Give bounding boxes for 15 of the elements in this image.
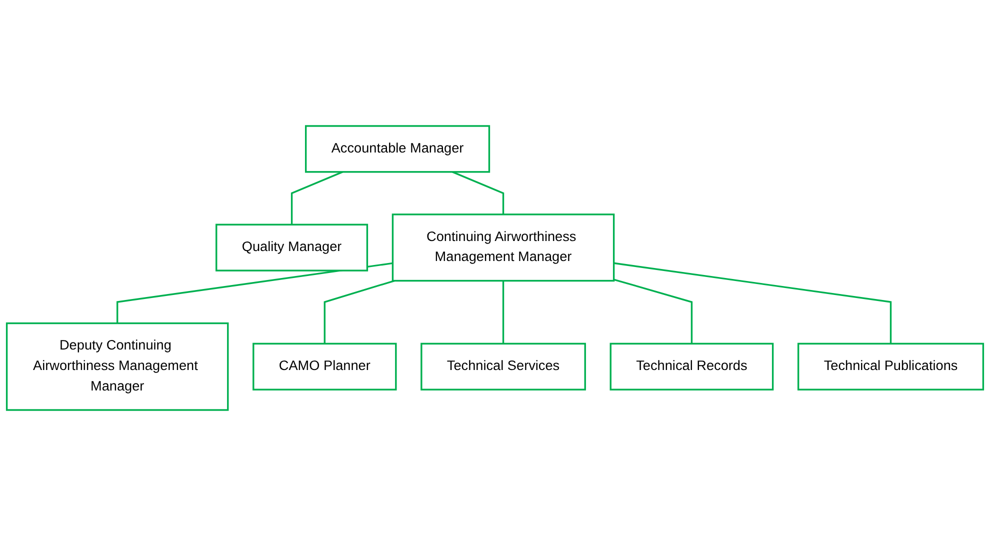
connector [452, 171, 504, 214]
connector [290, 171, 343, 225]
node-box: Continuing Airworthiness Management Manager [392, 214, 615, 282]
node-box: Technical Publications [797, 342, 984, 390]
node-box: Quality Manager [216, 224, 368, 272]
node-box: CAMO Planner [252, 342, 397, 390]
connector [324, 280, 395, 344]
connector [614, 278, 693, 344]
connector [614, 262, 892, 344]
node-box: Deputy Continuing Airworthiness Management Manager [6, 322, 229, 411]
connector [116, 262, 393, 324]
node-box: Technical Records [610, 342, 774, 390]
node-box: Technical Services [420, 342, 586, 390]
connector [502, 280, 504, 344]
node-box: Accountable Manager [304, 125, 490, 173]
